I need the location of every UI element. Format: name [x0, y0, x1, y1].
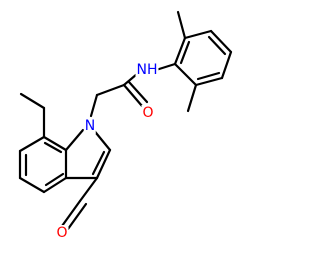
bond	[42, 176, 68, 194]
bond	[78, 176, 99, 203]
bond	[209, 29, 233, 54]
bond	[154, 62, 177, 72]
atom-label-indole-n: N	[83, 118, 97, 134]
bond	[179, 40, 191, 65]
bond	[186, 83, 198, 113]
molecule-structure: NH N O O	[18, 10, 233, 241]
bond	[64, 128, 85, 152]
bond	[176, 10, 187, 40]
bond	[122, 83, 144, 108]
bond	[18, 176, 46, 194]
bond	[18, 135, 46, 153]
bond	[43, 141, 63, 154]
bond	[127, 80, 149, 104]
atom-label-aldehyde-o: O	[55, 225, 69, 241]
bond	[183, 29, 213, 40]
atom-label-nh: NH	[135, 62, 159, 78]
bond	[173, 62, 198, 87]
bond	[95, 148, 112, 180]
bond	[173, 36, 187, 66]
bond	[207, 35, 227, 56]
atom-label-amide-o: O	[141, 105, 155, 121]
bond	[220, 50, 233, 80]
bond-skeleton	[18, 10, 233, 231]
bond	[89, 93, 99, 118]
bond	[194, 76, 224, 87]
bond	[19, 92, 46, 110]
bond	[44, 172, 65, 187]
bond	[42, 135, 68, 152]
bond	[91, 150, 106, 176]
bond	[95, 83, 126, 97]
bond	[196, 71, 221, 81]
bond	[122, 72, 139, 87]
bond	[66, 202, 88, 231]
bond	[60, 199, 82, 228]
